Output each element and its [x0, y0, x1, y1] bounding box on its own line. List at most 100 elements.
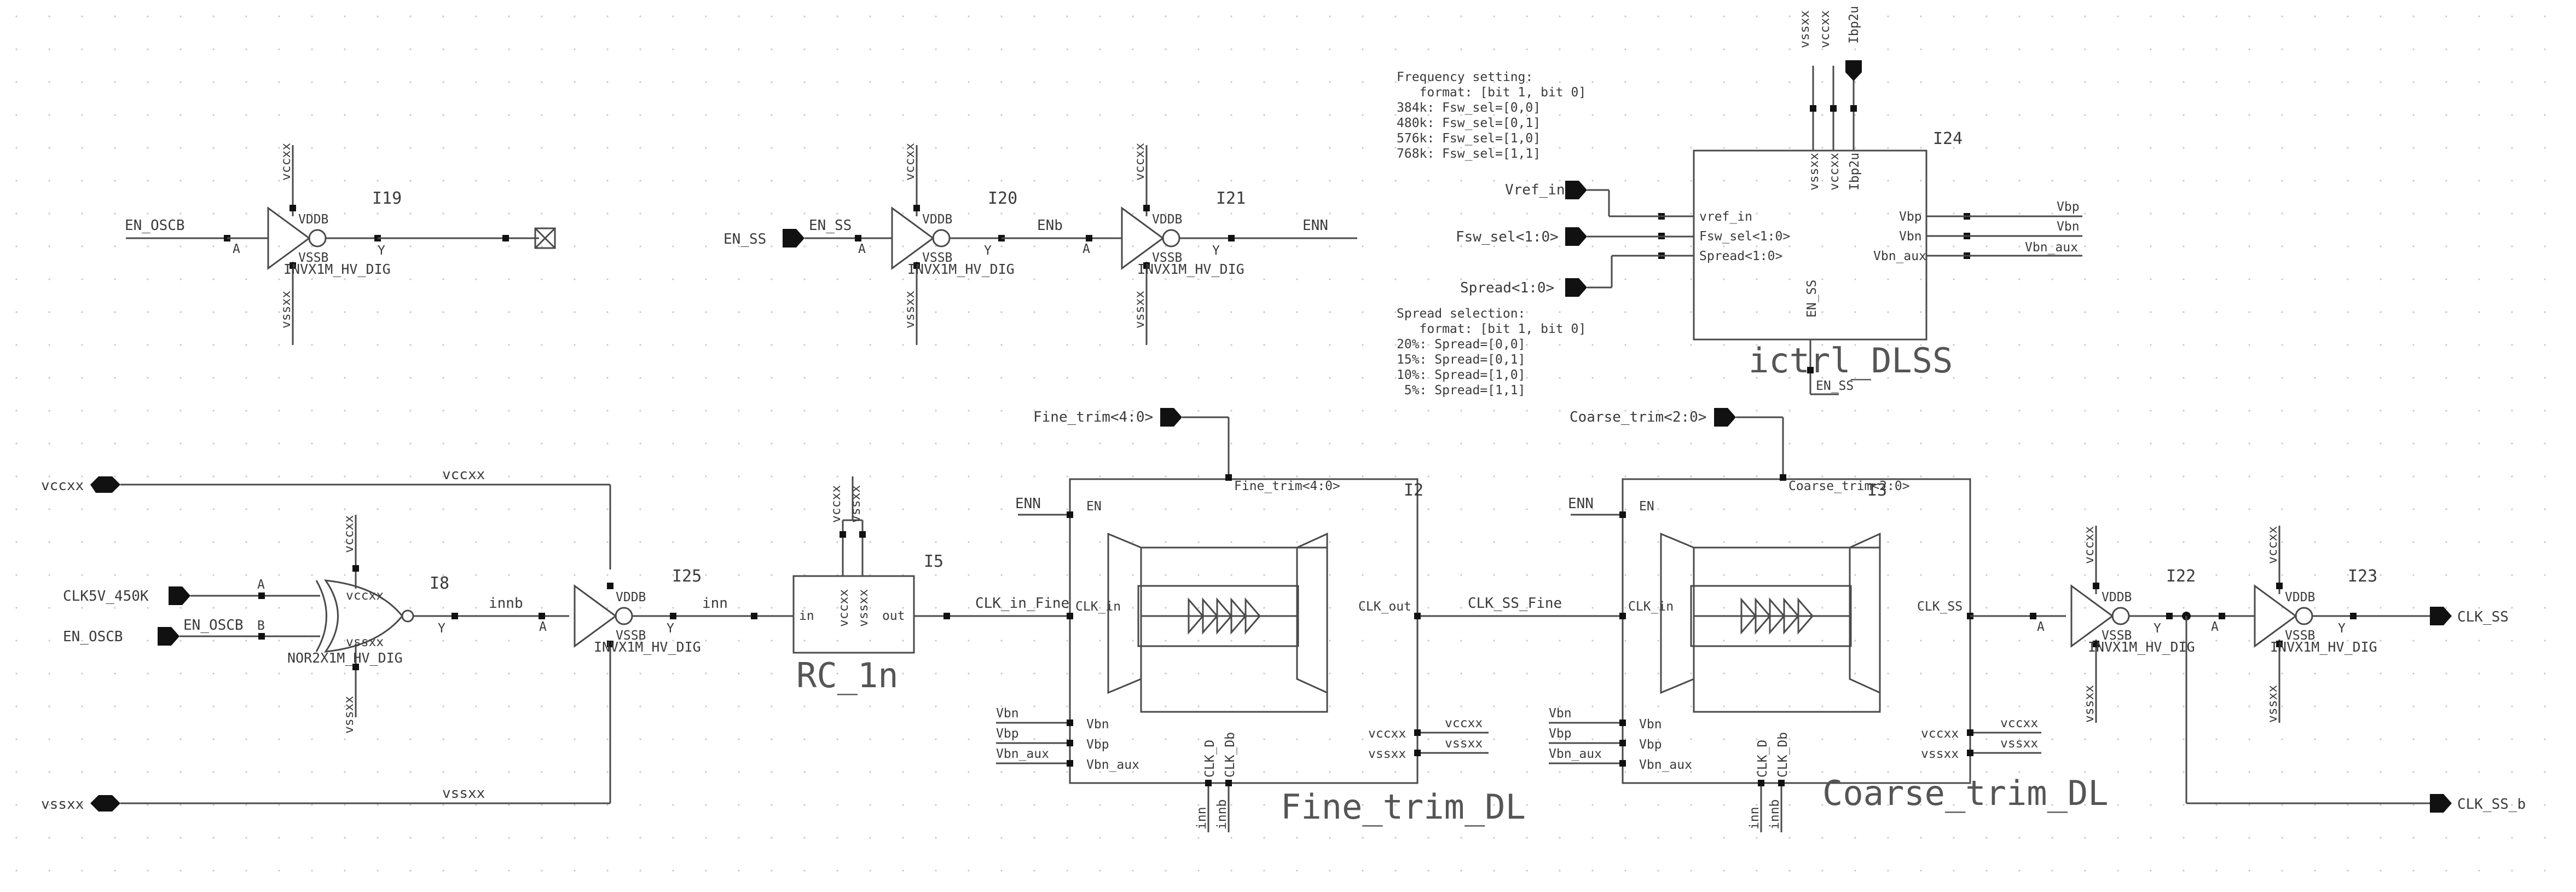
svg-text:vccxx: vccxx — [442, 467, 485, 483]
svg-text:out: out — [882, 609, 905, 623]
svg-text:I23: I23 — [2348, 567, 2377, 586]
svg-text:768k: Fsw_sel=[1,1]: 768k: Fsw_sel=[1,1] — [1397, 147, 1541, 161]
svg-text:Fsw_sel<1:0>: Fsw_sel<1:0> — [1699, 229, 1790, 244]
svg-text:I5: I5 — [924, 552, 943, 571]
inverter-i21[interactable]: ENb A Y ENN vccxx VDDB vssxx VSSB I21 IN… — [1002, 143, 1357, 345]
svg-text:ENb: ENb — [1037, 217, 1063, 234]
svg-text:format: [bit 1, bit 0]: format: [bit 1, bit 0] — [1397, 85, 1586, 100]
svg-text:vssxx: vssxx — [2266, 685, 2280, 723]
svg-text:ENN: ENN — [1015, 496, 1041, 512]
svg-text:vssxx: vssxx — [1133, 291, 1147, 329]
input-port-fine-trim[interactable]: Fine_trim<4:0> — [1033, 408, 1230, 479]
svg-text:vccxx: vccxx — [1921, 727, 1959, 741]
svg-text:vssxx: vssxx — [41, 796, 84, 813]
output-port-clk-ss-b[interactable]: CLK_SS_b — [2430, 794, 2526, 813]
inverter-i20[interactable]: EN_SS A Y vccxx VDDB vssxx VSSB I20 INVX… — [804, 143, 1017, 345]
svg-text:VDDB: VDDB — [2102, 590, 2132, 605]
svg-text:INVX1M_HV_DIG: INVX1M_HV_DIG — [2088, 639, 2195, 655]
svg-text:vccxx: vccxx — [346, 589, 384, 603]
svg-text:inn: inn — [1747, 807, 1762, 830]
svg-text:Vbn: Vbn — [1639, 717, 1662, 732]
svg-text:vccxx: vccxx — [829, 485, 843, 523]
svg-text:innb: innb — [1768, 799, 1782, 830]
fine-trim-delay-line-i2[interactable]: I2 Fine_trim<4:0> ENN EN CLK_in CLK_out … — [996, 474, 1526, 832]
svg-text:ENN: ENN — [1568, 496, 1594, 512]
svg-text:I20: I20 — [988, 189, 1017, 208]
svg-text:Spread<1:0>: Spread<1:0> — [1460, 280, 1554, 296]
svg-text:ictrl_DLSS: ictrl_DLSS — [1749, 341, 1953, 381]
svg-text:VDDB: VDDB — [922, 212, 952, 227]
svg-text:Vbp: Vbp — [1549, 727, 1572, 741]
input-port-en-oscb[interactable]: EN_OSCB — [63, 627, 180, 646]
svg-text:Frequency setting:: Frequency setting: — [1397, 70, 1533, 84]
svg-text:15%: Spread=[0,1]: 15%: Spread=[0,1] — [1397, 353, 1525, 367]
svg-text:ENN: ENN — [1303, 217, 1328, 234]
vccxx-rail[interactable]: vccxx vccxx — [41, 467, 611, 569]
svg-text:Y: Y — [438, 621, 445, 636]
svg-text:INVX1M_HV_DIG: INVX1M_HV_DIG — [1137, 261, 1244, 277]
ictrl-dlss-block-i24[interactable]: I24 ictrl_DLSS vssxx vssxx vccxx vccxx I… — [1658, 6, 2082, 395]
output-port-clk-ss[interactable]: CLK_SS — [2430, 607, 2509, 625]
input-port-fsw-sel[interactable]: Fsw_sel<1:0> — [1456, 227, 1694, 246]
svg-text:INVX1M_HV_DIG: INVX1M_HV_DIG — [283, 261, 391, 277]
input-port-en-ss[interactable]: EN_SS — [723, 229, 804, 248]
svg-text:EN_SS: EN_SS — [1805, 280, 1819, 318]
svg-text:Vref_in: Vref_in — [1505, 182, 1565, 198]
svg-text:CLK_SS: CLK_SS — [1917, 600, 1963, 614]
svg-text:vssxx: vssxx — [1921, 747, 1959, 761]
svg-text:vccxx: vccxx — [903, 143, 917, 181]
svg-text:inn: inn — [1195, 807, 1209, 830]
svg-text:Vbn: Vbn — [996, 706, 1019, 721]
svg-text:vssxx: vssxx — [442, 785, 485, 802]
svg-text:Vbn: Vbn — [1899, 229, 1922, 244]
svg-text:vssxx: vssxx — [903, 291, 917, 329]
svg-text:EN_OSCB: EN_OSCB — [183, 617, 244, 634]
svg-text:vssxx: vssxx — [849, 485, 863, 523]
svg-text:VSSB: VSSB — [2102, 629, 2132, 643]
svg-text:A: A — [539, 620, 547, 634]
svg-text:vccxx: vccxx — [837, 589, 851, 627]
svg-text:EN_SS: EN_SS — [723, 231, 766, 248]
svg-text:Vbn_aux: Vbn_aux — [996, 747, 1049, 761]
svg-text:vssxx: vssxx — [2000, 736, 2038, 751]
svg-text:I8: I8 — [430, 574, 449, 593]
inverter-i23[interactable]: Y vccxx VDDB vssxx VSSB I23 INVX1M_HV_DI… — [2254, 526, 2430, 723]
svg-text:VSSB: VSSB — [922, 251, 952, 265]
svg-text:vssxx: vssxx — [856, 589, 871, 627]
svg-text:vssxx: vssxx — [2082, 685, 2097, 723]
inverter-i19[interactable]: EN_OSCB A Y vccxx VDDB vssxx VSSB I19 IN… — [125, 143, 556, 345]
vssxx-rail[interactable]: vssxx vssxx — [41, 645, 611, 813]
svg-text:Fine_trim<4:0>: Fine_trim<4:0> — [1033, 409, 1153, 425]
nor-gate-i8[interactable]: A B EN_OSCB Y vccxx vccxx vssxx vssxx I8… — [180, 515, 462, 734]
net-label-en-oscb: EN_OSCB — [125, 217, 185, 234]
svg-text:vssxx: vssxx — [1798, 10, 1812, 48]
input-port-ibp2u[interactable] — [1845, 60, 1862, 81]
svg-text:Y: Y — [378, 244, 385, 258]
svg-text:Y: Y — [2338, 621, 2346, 636]
input-port-vref-in[interactable]: Vref_in — [1505, 181, 1694, 217]
svg-text:innb: innb — [489, 595, 523, 612]
svg-text:Coarse_trim_DL: Coarse_trim_DL — [1822, 773, 2109, 813]
svg-text:5%: Spread=[1,1]: 5%: Spread=[1,1] — [1397, 383, 1525, 398]
inverter-i22[interactable]: A Y vccxx VDDB vssxx VSSB I22 INVX1M_HV_… — [1970, 526, 2430, 804]
svg-text:10%: Spread=[1,0]: 10%: Spread=[1,0] — [1397, 368, 1525, 382]
svg-text:Vbn_aux: Vbn_aux — [1639, 758, 1692, 772]
svg-text:INVX1M_HV_DIG: INVX1M_HV_DIG — [594, 639, 701, 655]
svg-text:vssxx: vssxx — [279, 291, 293, 329]
input-port-spread[interactable]: Spread<1:0> — [1460, 255, 1694, 297]
svg-text:vccxx: vccxx — [1818, 10, 1832, 48]
rc-filter-i5[interactable]: in out vccxx vssxx vccxx vssxx I5 RC_1n … — [751, 476, 1070, 695]
inverter-i25[interactable]: innb A Y inn VDDB VSSB I25 INVX1M_HV_DIG — [462, 567, 794, 655]
svg-text:A: A — [858, 242, 866, 256]
coarse-trim-delay-line-i3[interactable]: I3 Coarse_trim<2:0> ENN EN CLK_in CLK_SS… — [1549, 474, 2109, 832]
svg-text:EN_SS: EN_SS — [809, 217, 852, 234]
input-port-clk5v-450k[interactable]: CLK5V_450K — [63, 586, 190, 605]
svg-text:20%: Spread=[0,0]: 20%: Spread=[0,0] — [1397, 337, 1525, 352]
input-port-coarse-trim[interactable]: Coarse_trim<2:0> — [1570, 408, 1784, 479]
svg-text:Vbn: Vbn — [2057, 220, 2080, 234]
svg-text:vssxx: vssxx — [1807, 153, 1821, 191]
svg-text:A: A — [2037, 620, 2045, 634]
svg-text:vref_in: vref_in — [1699, 210, 1752, 224]
svg-text:vccxx: vccxx — [1827, 153, 1842, 191]
svg-text:EN_OSCB: EN_OSCB — [63, 629, 123, 645]
